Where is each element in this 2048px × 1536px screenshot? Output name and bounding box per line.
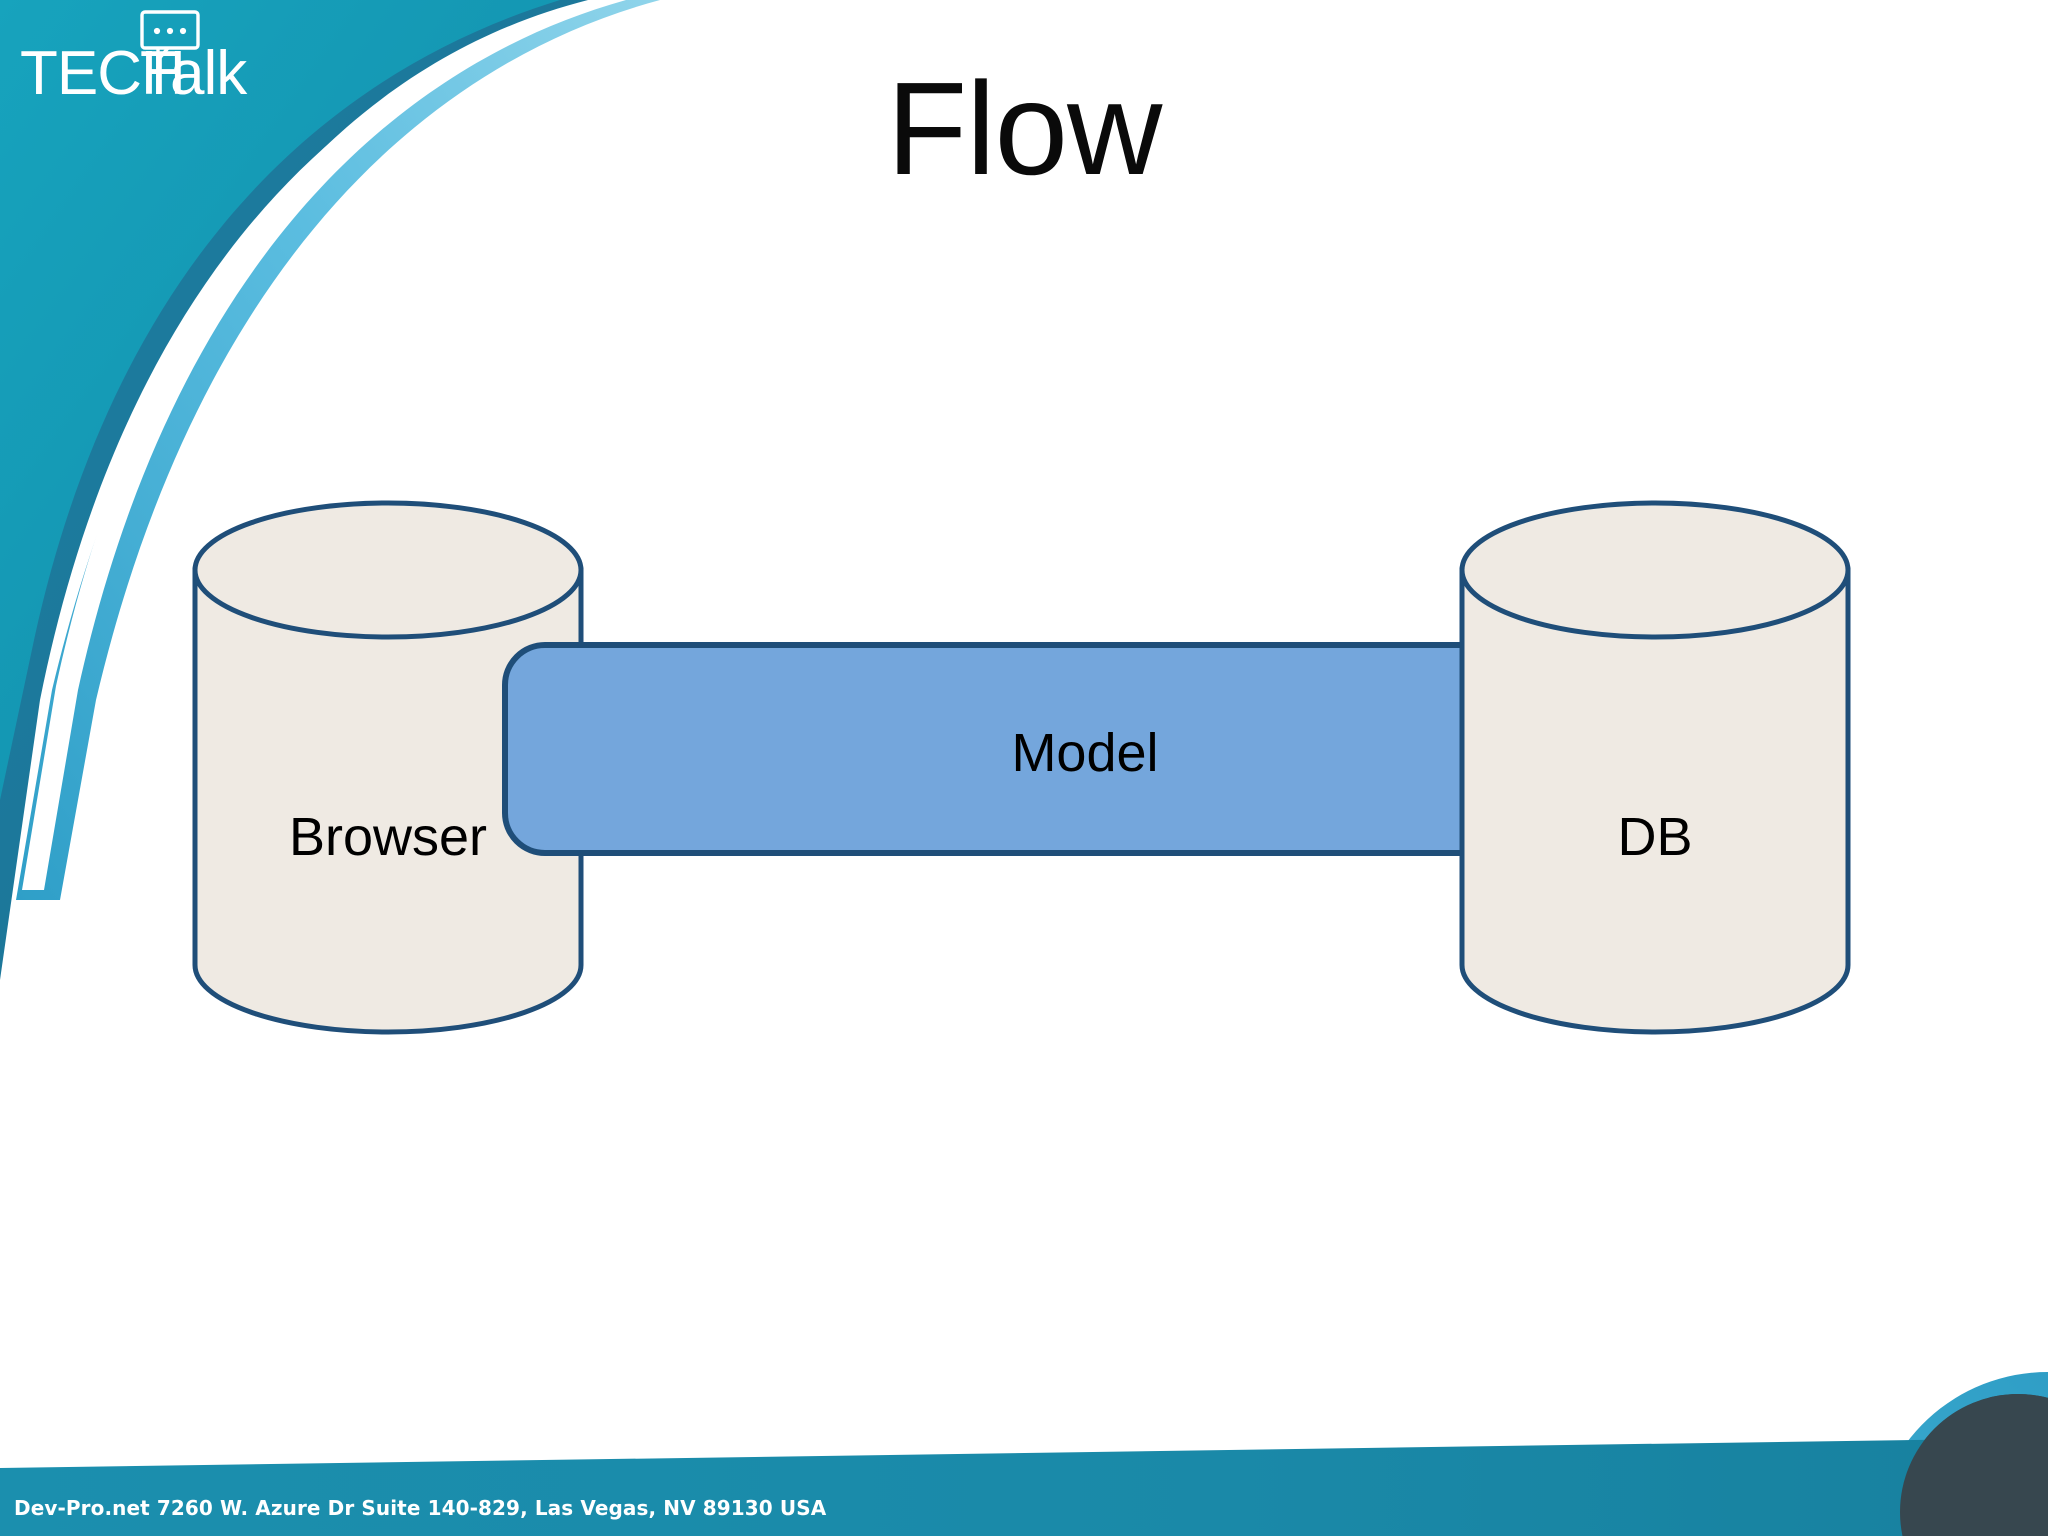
speech-bubble-dots: [153, 27, 187, 35]
page-title: Flow: [886, 55, 1163, 202]
node-label-browser: Browser: [288, 807, 488, 867]
footer-address: Dev-Pro.net 7260 W. Azure Dr Suite 140-8…: [14, 1496, 827, 1520]
node-label-model: Model: [1011, 723, 1159, 783]
brand-wordmark-talk: Talk: [140, 39, 248, 104]
node-label-db: DB: [1617, 807, 1693, 867]
brand-logo: TECH Talk: [18, 8, 248, 104]
node-db-cylinder[interactable]: [1459, 500, 1851, 1035]
